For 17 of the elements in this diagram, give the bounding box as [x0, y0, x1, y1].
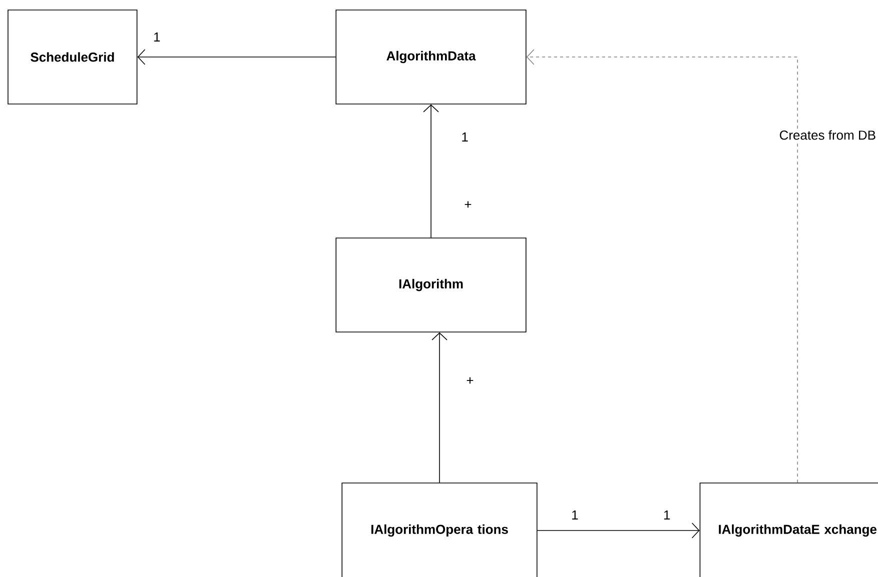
multiplicity-label: +: [464, 201, 472, 208]
arrow: [432, 332, 448, 483]
edge-label: Creates from DB: [778, 129, 877, 141]
class-box: IAlgorithm: [336, 238, 526, 332]
multiplicity-label: 1: [664, 510, 670, 520]
class-box: AlgorithmData: [336, 10, 526, 104]
class-box: IAlgorithmDataE xchange: [700, 482, 878, 577]
arrow: [526, 49, 798, 483]
edge-label: 1: [570, 510, 580, 520]
edge-label: 1: [152, 32, 162, 42]
edge-label: +: [465, 376, 475, 386]
class-box: ScheduleGrid: [8, 10, 138, 104]
arrow: [537, 522, 700, 538]
arrow: [423, 104, 439, 238]
arrow: [137, 49, 336, 65]
edge-label: 1: [460, 132, 470, 142]
class-box: IAlgorithmOpera tions: [342, 482, 538, 577]
